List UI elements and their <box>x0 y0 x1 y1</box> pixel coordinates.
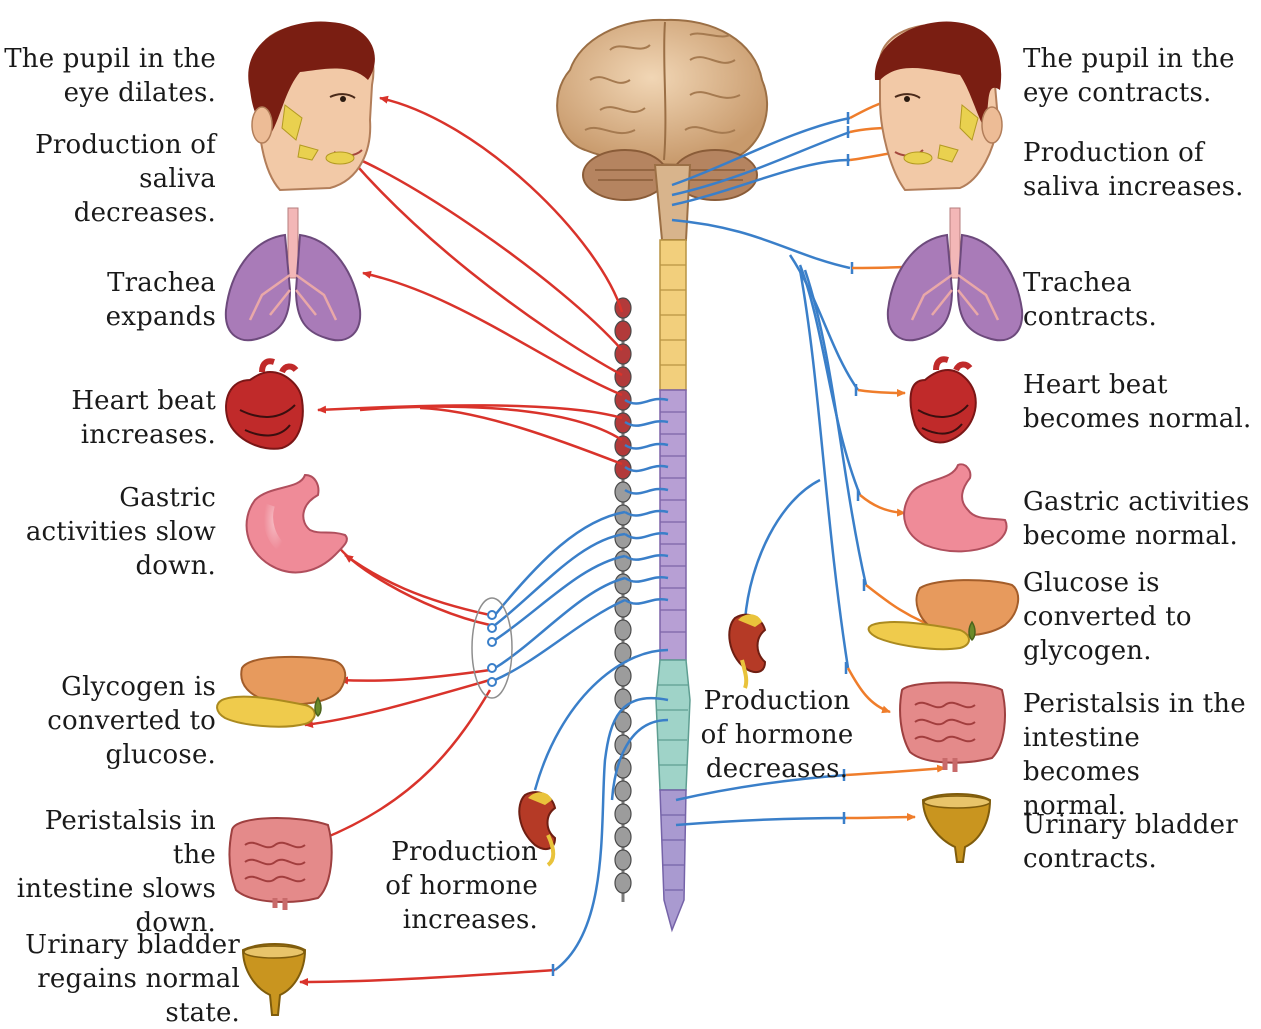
label-saliva-increases: Production of saliva increases. <box>1023 136 1259 204</box>
head-icon <box>248 22 375 190</box>
stomach-icon-right <box>904 464 1006 551</box>
ganglion-node <box>615 620 631 640</box>
ganglion-node <box>615 873 631 893</box>
label-hormone-increases: Production of hormone increases. <box>378 835 538 937</box>
ganglion-node <box>615 804 631 824</box>
intestine-icon-right <box>900 683 1005 773</box>
label-hormone-decreases: Production of hormone decreases. <box>692 684 862 786</box>
ganglion-node <box>615 528 631 548</box>
intestine-icon <box>229 818 331 910</box>
label-glucose-to-glycogen: Glucose is converted to glycogen. <box>1023 566 1259 668</box>
ganglion-node <box>615 850 631 870</box>
label-saliva-decreases: Production of saliva decreases. <box>0 128 216 230</box>
ganglion-node <box>615 321 631 341</box>
lungs-icon <box>226 208 360 340</box>
ganglion-node <box>615 666 631 686</box>
spinal-cord-icon <box>655 165 690 930</box>
ganglion-node <box>615 367 631 387</box>
label-bladder-normal: Urinary bladder regains normal state. <box>0 928 240 1029</box>
label-pupil-dilates: The pupil in the eye dilates. <box>0 42 216 110</box>
bladder-icon-right <box>923 794 990 862</box>
head-icon-right <box>875 22 1002 190</box>
label-glycogen-to-glucose: Glycogen is converted to glucose. <box>0 670 216 772</box>
ganglion-node <box>615 574 631 594</box>
label-gastric-slows: Gastric activities slow down. <box>0 481 216 583</box>
label-heartbeat-normal: Heart beat becomes normal. <box>1023 368 1259 436</box>
ganglion-node <box>615 344 631 364</box>
stomach-icon <box>247 475 347 572</box>
ganglion-node <box>615 689 631 709</box>
coeliac-nodes <box>488 611 496 686</box>
label-heartbeat-increases: Heart beat increases. <box>0 384 216 452</box>
heart-icon-right <box>911 359 976 442</box>
ganglion-node <box>615 551 631 571</box>
heart-icon <box>226 361 303 448</box>
label-bladder-contracts: Urinary bladder contracts. <box>1023 808 1259 876</box>
liver-icon-right <box>869 580 1019 649</box>
label-pupil-contracts: The pupil in the eye contracts. <box>1023 42 1259 110</box>
label-peristalsis-normal: Peristalsis in the intestine becomes nor… <box>1023 687 1259 823</box>
lungs-icon-right <box>888 208 1022 340</box>
nerve-endings <box>553 112 864 976</box>
ganglion-node <box>615 781 631 801</box>
ganglion-node <box>615 827 631 847</box>
label-trachea-expands: Trachea expands <box>0 266 216 334</box>
label-trachea-contracts: Trachea contracts. <box>1023 266 1259 334</box>
label-gastric-normal: Gastric activities become normal. <box>1023 485 1259 553</box>
kidney-icon-center <box>729 614 765 688</box>
liver-icon <box>217 657 345 727</box>
label-peristalsis-slows: Peristalsis in the intestine slows down. <box>0 804 216 940</box>
bladder-icon <box>243 944 305 1015</box>
